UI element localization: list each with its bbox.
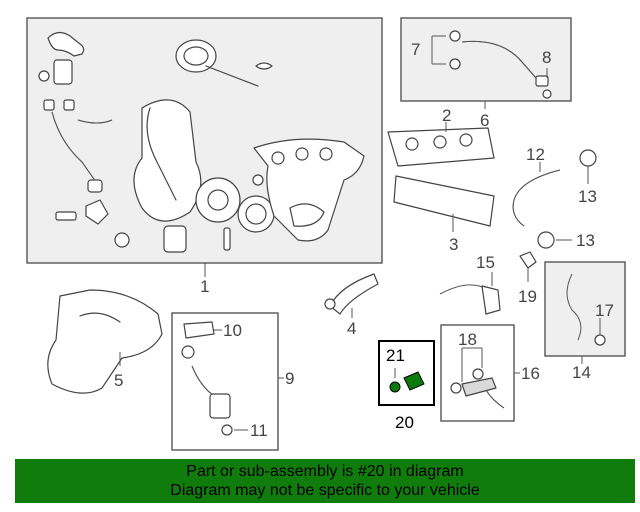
heat-shield-bracket bbox=[329, 273, 379, 315]
hose-clamp-lower bbox=[537, 231, 555, 249]
callout-3: 3 bbox=[449, 235, 458, 254]
manifold-flange bbox=[289, 203, 325, 227]
bolt bbox=[55, 211, 77, 221]
oil-return-washer-right bbox=[472, 368, 484, 380]
callout-2: 2 bbox=[442, 106, 451, 125]
turbocharger-housing bbox=[133, 99, 202, 222]
callout-1: 1 bbox=[200, 277, 209, 296]
callout-18: 18 bbox=[458, 330, 477, 349]
exhaust-manifold bbox=[253, 138, 365, 242]
nut bbox=[114, 232, 130, 248]
solenoid-valve bbox=[53, 59, 73, 85]
manifold-port-3 bbox=[319, 147, 333, 161]
coolant-return-box bbox=[544, 261, 626, 357]
callout-5: 5 bbox=[114, 371, 123, 390]
hose-end-cap bbox=[87, 179, 103, 193]
callout-13a: 13 bbox=[578, 187, 597, 206]
gasket-port-2 bbox=[433, 135, 447, 149]
oil-feed-pipe-box bbox=[171, 312, 284, 451]
manifold-port-2 bbox=[295, 147, 309, 161]
oil-return-flange bbox=[461, 377, 497, 397]
manifold-port-1 bbox=[271, 151, 285, 165]
heat-shield-gasket bbox=[393, 175, 495, 227]
callout-16: 16 bbox=[521, 364, 540, 383]
rod-clip bbox=[255, 62, 273, 70]
feed-pipe-end-washer bbox=[221, 424, 233, 436]
return-pipe bbox=[566, 273, 582, 341]
box-20-frame bbox=[378, 340, 435, 406]
sensor-o-ring bbox=[389, 381, 401, 393]
return-pipe-washer bbox=[594, 334, 606, 346]
gasket-port-3 bbox=[459, 133, 473, 147]
info-banner: Part or sub-assembly is #20 in diagram D… bbox=[15, 459, 635, 503]
oil-line-fitting bbox=[535, 75, 549, 87]
gasket-ring-inner bbox=[245, 203, 267, 225]
inlet-elbow bbox=[163, 225, 187, 253]
oil-line-pipe-inner bbox=[461, 40, 537, 79]
actuator-rod bbox=[205, 65, 259, 87]
sensor-assembly-box bbox=[378, 340, 435, 406]
callout-11: 11 bbox=[250, 421, 268, 440]
callout-8: 8 bbox=[542, 48, 551, 67]
oil-return-tube-inner bbox=[485, 389, 505, 409]
bracket-hole bbox=[324, 298, 336, 310]
banjo-fitting bbox=[519, 251, 537, 269]
vacuum-hose-long-inner bbox=[51, 111, 97, 183]
stud bbox=[223, 227, 231, 251]
turbocharger-assembly-box bbox=[26, 17, 383, 264]
banner-line-1: Part or sub-assembly is #20 in diagram bbox=[186, 463, 464, 480]
callout-17: 17 bbox=[595, 301, 614, 320]
callout-9: 9 bbox=[285, 369, 294, 388]
box-6-frame bbox=[400, 17, 572, 102]
callout-20: 20 bbox=[395, 413, 414, 432]
callout-10: 10 bbox=[223, 321, 242, 340]
coolant-pipe-fitting bbox=[481, 285, 501, 315]
callout-13b: 13 bbox=[576, 231, 595, 250]
feed-pipe-flange bbox=[183, 321, 215, 339]
seal-washer-lower bbox=[449, 58, 461, 70]
parts-diagram: 1 7 8 6 2 3 12 13 13 15 19 bbox=[26, 17, 626, 451]
sensor-body bbox=[403, 371, 425, 391]
callout-6: 6 bbox=[480, 111, 489, 130]
oil-return-washer-left bbox=[450, 382, 462, 394]
callout-19: 19 bbox=[518, 287, 537, 306]
turbo-outlet-pipe bbox=[146, 107, 177, 201]
heat-shield-rib bbox=[79, 312, 121, 323]
washer bbox=[252, 174, 264, 186]
callout-15: 15 bbox=[476, 253, 495, 272]
seal-washer-upper bbox=[449, 30, 461, 42]
feed-pipe-end bbox=[209, 393, 231, 419]
hose-clamp-upper bbox=[579, 149, 597, 167]
leader-18 bbox=[461, 347, 483, 382]
oil-return-box bbox=[440, 324, 520, 422]
gasket-port-1 bbox=[405, 137, 419, 151]
feed-pipe-washer bbox=[181, 345, 195, 359]
hose-clamp-small-2 bbox=[63, 99, 75, 111]
box-14-frame bbox=[544, 261, 626, 357]
callout-14: 14 bbox=[572, 363, 591, 382]
leader-7 bbox=[431, 35, 446, 65]
callout-12: 12 bbox=[526, 145, 545, 164]
wastegate-actuator-cap bbox=[183, 46, 209, 66]
vacuum-hose-fitting bbox=[47, 31, 85, 57]
heat-shield bbox=[47, 289, 163, 394]
oil-line-washer bbox=[542, 89, 552, 99]
callout-4: 4 bbox=[347, 319, 356, 338]
connector-clip bbox=[38, 70, 50, 82]
hose-clamp-small bbox=[43, 99, 55, 111]
coolant-hose-inner bbox=[512, 169, 561, 227]
banner-line-2: Diagram may not be specific to your vehi… bbox=[170, 482, 480, 499]
compressor-inlet bbox=[207, 189, 229, 211]
callout-7: 7 bbox=[411, 40, 420, 59]
vacuum-hose-short-inner bbox=[77, 119, 113, 124]
bracket bbox=[85, 199, 109, 225]
callout-21: 21 bbox=[386, 346, 405, 365]
oil-feed-line-box bbox=[400, 17, 572, 102]
